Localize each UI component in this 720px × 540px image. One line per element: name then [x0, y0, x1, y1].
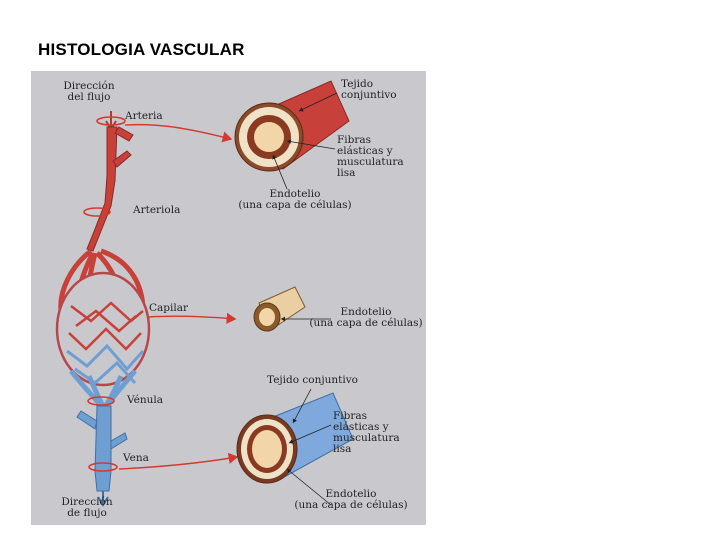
vascular-diagram-svg	[55, 80, 354, 507]
label-artery-fibras-line3: musculatura	[337, 156, 404, 168]
label-vein-fibras-line4: lisa	[333, 443, 352, 455]
artery-lumen	[254, 122, 284, 152]
label-vein-endotelio-line1: Endotelio	[325, 488, 377, 500]
label-capillary-endotelio-line2: (una capa de células)	[309, 317, 423, 329]
label-vein-tejido: Tejido conjuntivo	[267, 374, 358, 386]
arrow-vena	[118, 452, 239, 470]
ring-arteriola	[83, 207, 111, 217]
label-flow-top: Dirección del flujo	[53, 81, 125, 103]
artery-branch-right	[112, 150, 132, 168]
label-vein-fibras-line2: elásticas y	[333, 421, 389, 433]
venule-network	[69, 369, 137, 408]
slide-title: HISTOLOGIA VASCULAR	[38, 40, 245, 59]
vascular-histology-figure: Dirección del flujo Arteria Arteriola Ca…	[31, 71, 426, 525]
label-artery-tejido-line1: Tejido	[341, 78, 374, 90]
capillary-bed	[55, 271, 151, 387]
label-flow-bottom-line2: de flujo	[67, 507, 107, 519]
label-artery-tejido: Tejido conjuntivo	[341, 79, 397, 101]
label-artery-fibras: Fibras elásticas y musculatura lisa	[337, 135, 404, 179]
label-artery-fibras-line1: Fibras	[337, 134, 372, 146]
vein-branch-right	[110, 432, 128, 450]
artery-branch-top	[114, 126, 134, 142]
label-vein-endotelio: Endotelio (una capa de células)	[293, 489, 409, 511]
vein-lumen	[252, 430, 282, 468]
ring-arteria	[96, 116, 126, 126]
label-venula: Vénula	[127, 394, 163, 406]
label-capillary-endotelio-line1: Endotelio	[340, 306, 392, 318]
label-capilar: Capilar	[149, 302, 189, 314]
label-artery-fibras-line4: lisa	[337, 167, 356, 179]
label-vein-fibras-line1: Fibras	[333, 410, 368, 422]
label-arteriola: Arteriola	[133, 204, 181, 216]
label-artery-tejido-line2: conjuntivo	[341, 89, 397, 101]
label-artery-endotelio-line1: Endotelio	[269, 188, 321, 200]
label-vein-fibras-line3: musculatura	[333, 432, 400, 444]
label-capillary-endotelio: Endotelio (una capa de células)	[309, 307, 423, 329]
label-flow-top-line1: Dirección	[63, 80, 115, 92]
label-artery-fibras-line2: elásticas y	[337, 145, 393, 157]
capillary-mesh-red	[68, 301, 144, 351]
label-vein-fibras: Fibras elásticas y musculatura lisa	[333, 411, 400, 455]
label-artery-endotelio: Endotelio (una capa de células)	[237, 189, 353, 211]
label-vena: Vena	[123, 452, 149, 464]
flow-arrow-bottom	[97, 491, 109, 507]
ring-venula	[87, 396, 115, 406]
capillary-cross-section	[253, 286, 331, 332]
vein-branch-left	[76, 410, 98, 430]
capillary-lumen	[259, 308, 275, 326]
artery-trunk	[86, 126, 118, 252]
arrow-arteria	[124, 123, 233, 143]
label-flow-bottom: Dirección de flujo	[51, 497, 123, 519]
capillary-mesh-blue	[66, 343, 145, 385]
label-arteria: Arteria	[125, 110, 163, 122]
label-flow-bottom-line1: Dirección	[61, 496, 113, 508]
arrow-capilar	[148, 312, 237, 324]
vessel-tree	[55, 111, 151, 507]
label-vein-endotelio-line2: (una capa de células)	[294, 499, 408, 511]
vein-cross-section	[236, 388, 354, 506]
flow-arrow-top	[105, 111, 117, 131]
ring-vena	[88, 462, 118, 472]
vein-trunk	[94, 405, 112, 492]
label-flow-top-line2: del flujo	[67, 91, 111, 103]
label-artery-endotelio-line2: (una capa de células)	[238, 199, 352, 211]
artery-cross-section	[234, 80, 350, 190]
